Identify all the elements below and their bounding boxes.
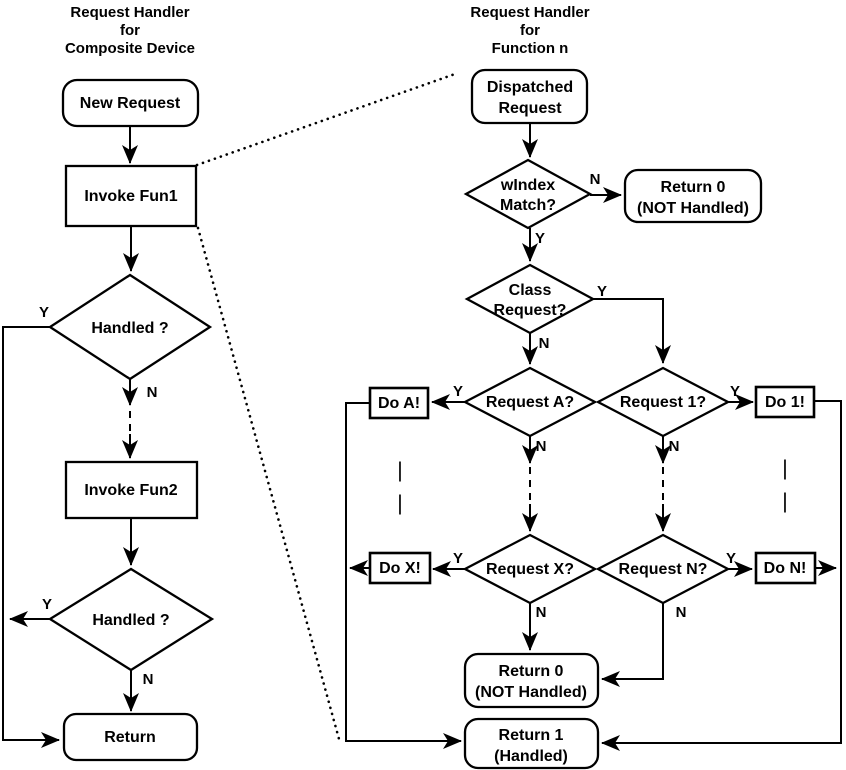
node-class-request-label1: Class (509, 282, 552, 299)
ellipsis-mark-left-1: | (397, 459, 402, 482)
left-chart-title-line1: Request Handler (70, 4, 189, 21)
label-handled1-no: N (147, 384, 158, 401)
node-handled1-diamond (47, 273, 213, 381)
node-invoke-fun2-label: Invoke Fun2 (84, 482, 177, 499)
node-return0-bottom-label2: (NOT Handled) (475, 684, 587, 701)
node-return1 (463, 717, 600, 770)
node-return1-label1: Return 1 (499, 727, 564, 744)
label-windex-no: N (590, 171, 601, 188)
node-invoke-fun1 (64, 164, 198, 228)
node-request-1-diamond (595, 366, 731, 438)
node-do-a-label: Do A! (378, 395, 420, 412)
edge-requestn-no-to-return0bottom (601, 603, 664, 687)
node-handled1-label: Handled ? (91, 320, 168, 337)
edge-doa-collector-to-return1 (345, 402, 462, 749)
node-windex-match-diamond (463, 158, 593, 230)
edge-do1-collector-to-return1 (601, 400, 842, 751)
node-request-x-label: Request X? (486, 561, 574, 578)
node-return0-top-label2: (NOT Handled) (637, 200, 749, 217)
node-new-request (61, 78, 200, 128)
label-handled2-yes: Y (42, 596, 52, 613)
node-handled2-diamond (47, 567, 215, 672)
node-return1-label2: (Handled) (494, 748, 568, 765)
node-return0-bottom-label1: Return 0 (499, 663, 564, 680)
node-request-x-diamond (462, 533, 598, 605)
right-chart: Request Handler for Function n Dispatche… (345, 4, 842, 770)
node-class-request-label2: Request? (494, 302, 567, 319)
edge-class-yes-to-request1 (593, 298, 671, 364)
node-request-a-label: Request A? (486, 394, 574, 411)
right-chart-title-line3: Function n (492, 40, 569, 57)
node-do-1-label: Do 1! (765, 394, 805, 411)
node-windex-match-label2: Match? (500, 197, 556, 214)
label-request-a-yes: Y (453, 383, 463, 400)
label-request-n-no: N (676, 604, 687, 621)
edge-handled1-yes-to-return (2, 326, 60, 748)
node-do-n (754, 551, 817, 585)
node-do-a (368, 386, 430, 420)
node-do-1 (754, 385, 816, 419)
node-new-request-label: New Request (80, 95, 181, 112)
node-invoke-fun2 (64, 460, 199, 520)
label-handled1-yes: Y (39, 304, 49, 321)
label-handled2-no: N (143, 671, 154, 688)
node-return (62, 712, 199, 762)
node-invoke-fun1-label: Invoke Fun1 (84, 188, 177, 205)
label-request-n-yes: Y (726, 550, 736, 567)
label-request-x-no: N (536, 604, 547, 621)
node-return0-top-label1: Return 0 (661, 179, 726, 196)
left-chart-title-line3: Composite Device (65, 40, 195, 57)
label-request-x-yes: Y (453, 550, 463, 567)
node-request-n-diamond (595, 533, 731, 605)
node-dispatched-request-label1: Dispatched (487, 79, 573, 96)
label-request-a-no: N (536, 438, 547, 455)
label-windex-yes: Y (535, 230, 545, 247)
ellipsis-mark-right-2: | (782, 490, 787, 513)
node-windex-match-label1: wIndex (500, 177, 555, 194)
zoom-connector-bottom-dotted-line (196, 226, 341, 741)
right-chart-title-line1: Request Handler (470, 4, 589, 21)
node-return-label: Return (104, 729, 156, 746)
node-do-x-label: Do X! (379, 560, 421, 577)
label-class-no: N (539, 335, 550, 352)
label-request-1-yes: Y (730, 383, 740, 400)
zoom-connector-top-dotted-line (195, 72, 457, 167)
node-do-x (368, 551, 432, 585)
node-return0-bottom (463, 652, 600, 709)
node-return0-top (623, 168, 763, 224)
node-request-1-label: Request 1? (620, 394, 706, 411)
node-dispatched-request-label2: Request (498, 100, 562, 117)
left-chart: Request Handler for Composite Device New… (2, 4, 215, 762)
label-request-1-no: N (669, 438, 680, 455)
node-handled2-label: Handled ? (92, 612, 169, 629)
ellipsis-mark-left-2: | (397, 492, 402, 515)
node-request-a-diamond (462, 366, 598, 438)
node-do-n-label: Do N! (764, 560, 807, 577)
ellipsis-mark-right-1: | (782, 457, 787, 480)
node-request-n-label: Request N? (619, 561, 708, 578)
node-class-request-diamond (464, 263, 596, 335)
right-chart-title-line2: for (520, 22, 540, 39)
node-dispatched-request (470, 68, 589, 125)
left-chart-title-line2: for (120, 22, 140, 39)
label-class-yes: Y (597, 283, 607, 300)
